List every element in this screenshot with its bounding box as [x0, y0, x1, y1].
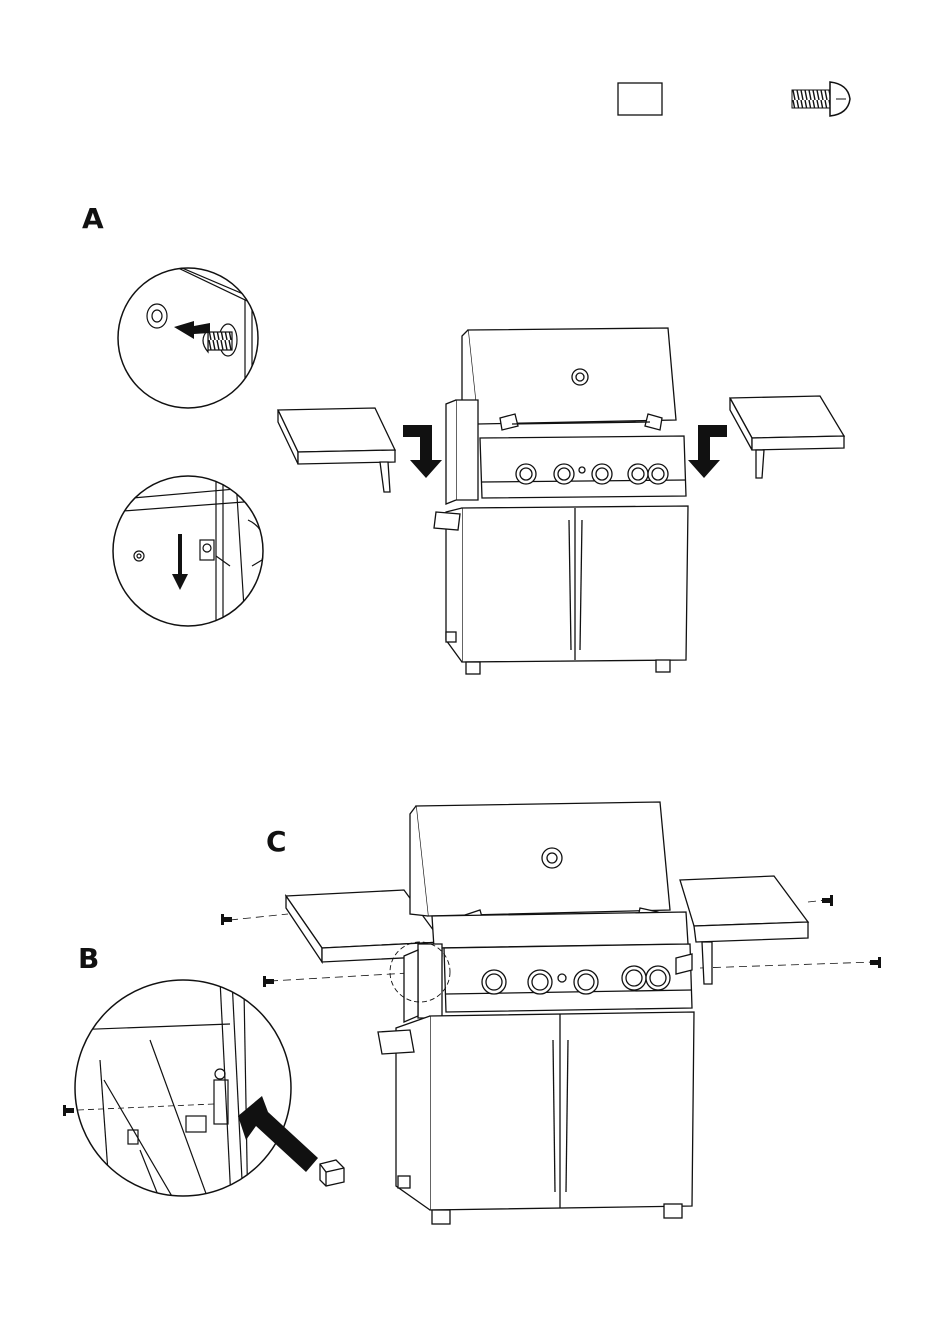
detail-circle-screw	[118, 262, 262, 420]
right-side-shelf	[730, 396, 844, 478]
control-knob	[574, 970, 598, 994]
screw-icon	[792, 82, 850, 116]
screw-icon	[263, 976, 274, 987]
control-knob	[528, 970, 552, 994]
control-knob	[646, 966, 670, 990]
left-side-shelf	[278, 408, 395, 492]
control-knob	[516, 464, 536, 484]
control-knob	[648, 464, 668, 484]
spacer-block-icon	[320, 1160, 344, 1186]
spacer-block-icon	[618, 83, 662, 115]
right-down-arrow	[688, 425, 727, 478]
grill-front-view	[434, 328, 688, 674]
control-knob	[622, 966, 646, 990]
screw-icon	[63, 1105, 74, 1116]
step-b-label: B	[78, 942, 99, 975]
control-knob	[554, 464, 574, 484]
step-a-label: A	[82, 202, 104, 235]
detail-circle-slide	[110, 476, 270, 640]
control-knob	[592, 464, 612, 484]
step-c-label: C	[266, 825, 287, 858]
control-knob	[482, 970, 506, 994]
screw-icon	[870, 957, 881, 968]
screw-icon	[822, 895, 833, 906]
parts-header	[618, 82, 850, 116]
screw-icon	[221, 914, 232, 925]
grill-assembled-view	[286, 802, 808, 1224]
control-knob	[628, 464, 648, 484]
left-down-arrow	[403, 425, 442, 478]
